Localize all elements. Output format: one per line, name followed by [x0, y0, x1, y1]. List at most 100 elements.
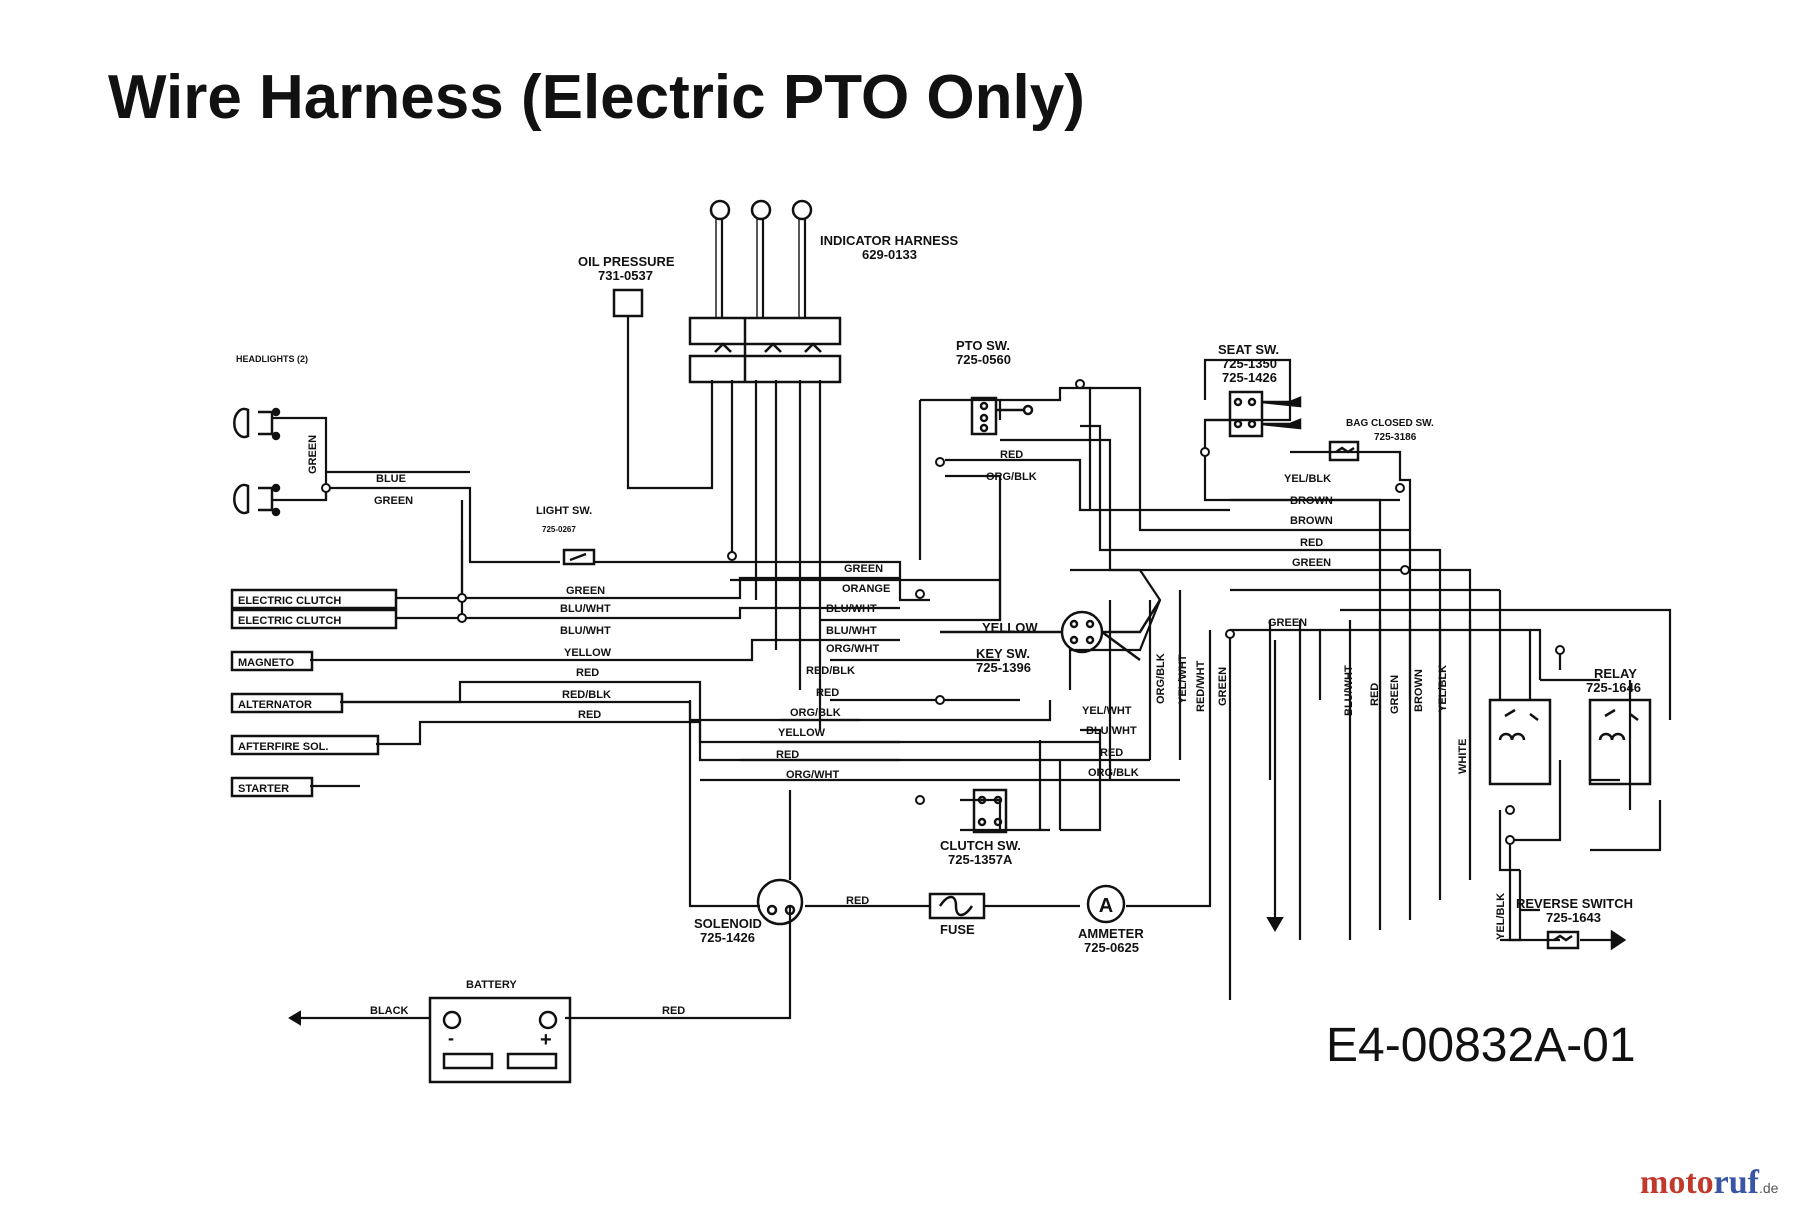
ammeter-part: 725-0625 — [1084, 940, 1139, 955]
relay-part: 725-1646 — [1586, 680, 1641, 695]
watermark-part-2: ruf — [1713, 1164, 1759, 1201]
wire-label: RED — [662, 1005, 685, 1017]
wire-label: RED — [1000, 449, 1023, 461]
wire-label: BLU/WHT — [826, 625, 877, 637]
diagram-title: Wire Harness (Electric PTO Only) — [108, 63, 1085, 132]
relay-icons — [1488, 698, 1652, 786]
oil-pressure-label: OIL PRESSURE — [578, 254, 675, 269]
wire-label: RED — [846, 895, 869, 907]
wire-label: YELLOW — [982, 620, 1038, 635]
connector-starter: STARTER — [238, 783, 289, 795]
wire-label: GREEN — [1389, 675, 1401, 714]
wire-label: ORG/WHT — [826, 643, 879, 655]
clutch-switch-label: CLUTCH SW. — [940, 838, 1021, 853]
wire-label: ORG/WHT — [786, 769, 839, 781]
wire-label: GREEN — [1217, 667, 1229, 706]
splice-points — [321, 379, 1565, 845]
wire-label: YEL/BLK — [1437, 665, 1449, 712]
wire-label: BLACK — [370, 1005, 409, 1017]
component-labels: OIL PRESSURE 731-0537 INDICATOR HARNESS … — [236, 233, 1641, 1051]
headlights-label: HEADLIGHTS (2) — [236, 354, 308, 364]
indicator-lamp-icon — [750, 199, 772, 221]
ground-arrow-icon — [288, 1010, 301, 1026]
key-switch-part: 725-1396 — [976, 660, 1031, 675]
wire-label: BROWN — [1413, 669, 1425, 712]
fuse-icon — [928, 892, 986, 920]
battery-minus-label: - — [448, 1028, 454, 1048]
watermark-tld: .de — [1758, 1180, 1779, 1196]
bag-closed-switch-label: BAG CLOSED SW. — [1346, 418, 1434, 429]
headlight-icon — [233, 407, 281, 441]
wire-label: BLUE — [376, 473, 406, 485]
ground-arrow-icon — [1266, 917, 1284, 932]
wire-label: BLU/WHT — [826, 603, 877, 615]
indicator-lamps — [709, 199, 813, 221]
bag-closed-switch-part: 725-3186 — [1374, 432, 1417, 443]
wire-label: BLU/WHT — [1343, 665, 1355, 716]
wire-label: BLU/WHT — [1086, 725, 1137, 737]
reverse-switch-icon — [1546, 929, 1627, 951]
key-switch-icon — [940, 599, 1162, 662]
wire-label: RED — [816, 687, 839, 699]
wire-label: RED/WHT — [1195, 660, 1207, 712]
drawing-number: E4-00832A-01 — [1326, 1019, 1636, 1072]
left-connector-labels: ELECTRIC CLUTCH ELECTRIC CLUTCH MAGNETO … — [238, 595, 341, 795]
fuse-label: FUSE — [940, 922, 975, 937]
clutch-switch-icon — [972, 788, 1008, 834]
clutch-switch-part: 725-1357A — [948, 852, 1013, 867]
connector-electric-clutch-1: ELECTRIC CLUTCH — [238, 595, 341, 607]
bag-closed-switch-icon — [1328, 440, 1360, 462]
wire-label: YEL/BLK — [1495, 893, 1507, 940]
motoruf-watermark: motoruf.de — [1640, 1164, 1778, 1202]
connector-electric-clutch-2: ELECTRIC CLUTCH — [238, 615, 341, 627]
wire-label: RED — [578, 709, 601, 721]
wire-label: GREEN — [566, 585, 605, 597]
ammeter-label: AMMETER — [1078, 926, 1144, 941]
pto-switch-label: PTO SW. — [956, 338, 1010, 353]
wire-label: YEL/WHT — [1082, 705, 1132, 717]
seat-switch-icon — [1228, 390, 1302, 438]
ammeter-icon: A — [1086, 884, 1126, 924]
key-switch-label: KEY SW. — [976, 646, 1030, 661]
solenoid-icon — [756, 878, 804, 926]
wire-label: RED — [1300, 537, 1323, 549]
wire-label: ORG/BLK — [986, 471, 1037, 483]
headlights — [233, 407, 281, 517]
indicator-harness-label: INDICATOR HARNESS — [820, 233, 959, 248]
connector-afterfire-sol: AFTERFIRE SOL. — [238, 741, 328, 753]
indicator-lamp-icon — [709, 199, 731, 221]
indicator-lamp-icon — [791, 199, 813, 221]
light-switch-icon — [562, 548, 596, 566]
wire-label: ORG/BLK — [1088, 767, 1139, 779]
wire-label: GREEN — [1292, 557, 1331, 569]
connector-alternator: ALTERNATOR — [238, 699, 312, 711]
oil-pressure-sender-icon — [612, 288, 644, 318]
solenoid-part: 725-1426 — [700, 930, 755, 945]
relay-icon — [1488, 698, 1552, 786]
wire-label: RED — [776, 749, 799, 761]
battery-plus-label: + — [540, 1029, 552, 1051]
light-switch-label: LIGHT SW. — [536, 505, 592, 517]
seat-switch-part-2: 725-1426 — [1222, 370, 1277, 385]
pto-switch-part: 725-0560 — [956, 352, 1011, 367]
wire-label: ORG/BLK — [790, 707, 841, 719]
watermark-part-1: moto — [1640, 1164, 1714, 1201]
wire-label: GREEN — [307, 435, 319, 474]
wire-label: WHITE — [1457, 739, 1469, 774]
relay-icon — [1588, 698, 1652, 786]
wire-label: BROWN — [1290, 515, 1333, 527]
ground-arrows — [288, 917, 1284, 1026]
wire-label: ORG/BLK — [1155, 653, 1167, 704]
wire-label: BROWN — [1290, 495, 1333, 507]
solenoid-label: SOLENOID — [694, 916, 762, 931]
wire-label: RED — [576, 667, 599, 679]
wire-labels: BLUE GREEN GREEN BLU/WHT BLU/WHT YELLOW … — [370, 449, 1333, 1017]
left-connector-boxes — [230, 588, 398, 798]
wire-label: RED/BLK — [806, 665, 855, 677]
vertical-wire-labels: GREEN ORG/BLK YEL/WHT RED/WHT GREEN BLU/… — [307, 435, 1507, 940]
headlight-icon — [233, 483, 281, 517]
wire-label: YELLOW — [564, 647, 612, 659]
connector-magneto: MAGNETO — [238, 657, 294, 669]
